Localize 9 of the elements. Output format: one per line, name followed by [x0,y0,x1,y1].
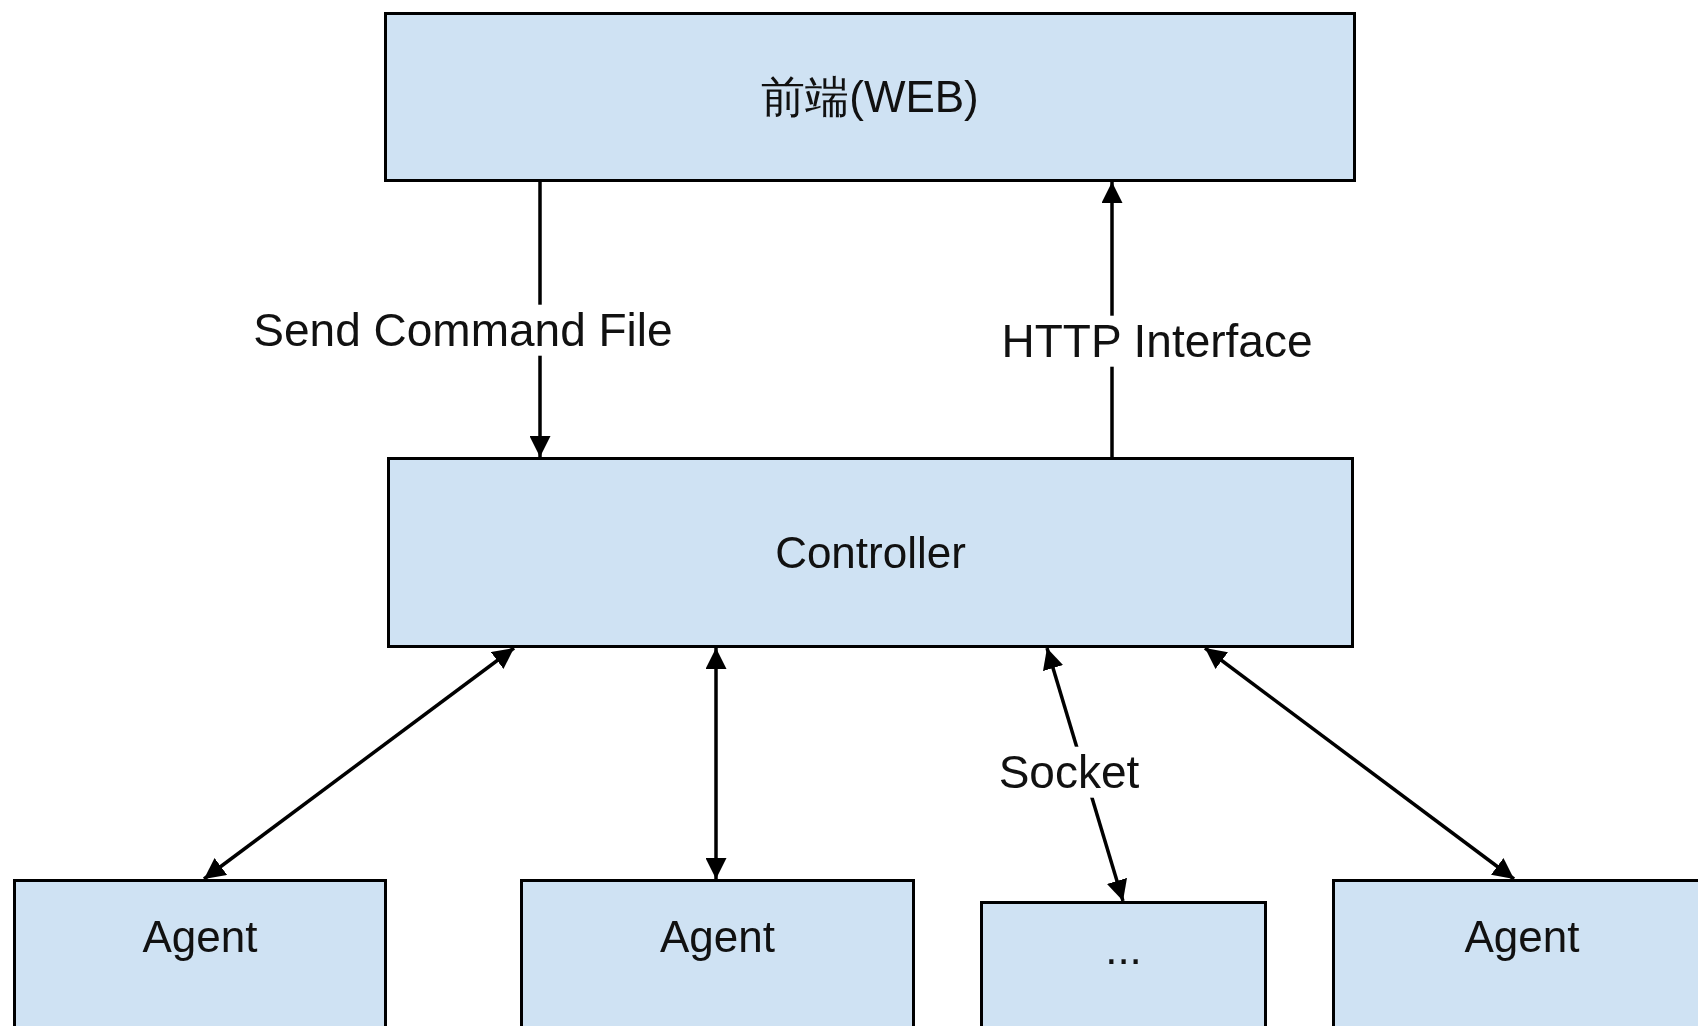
process-box: Agent [13,879,387,1026]
process-box: 前端(WEB) [384,12,1356,182]
arrow [1203,646,1516,881]
arrow [705,648,727,879]
process-box: Agent [1332,879,1698,1026]
process-box: ... [980,901,1267,1026]
process-box: Agent [520,879,915,1026]
process-box: Controller [387,457,1354,648]
arrow [202,646,516,881]
